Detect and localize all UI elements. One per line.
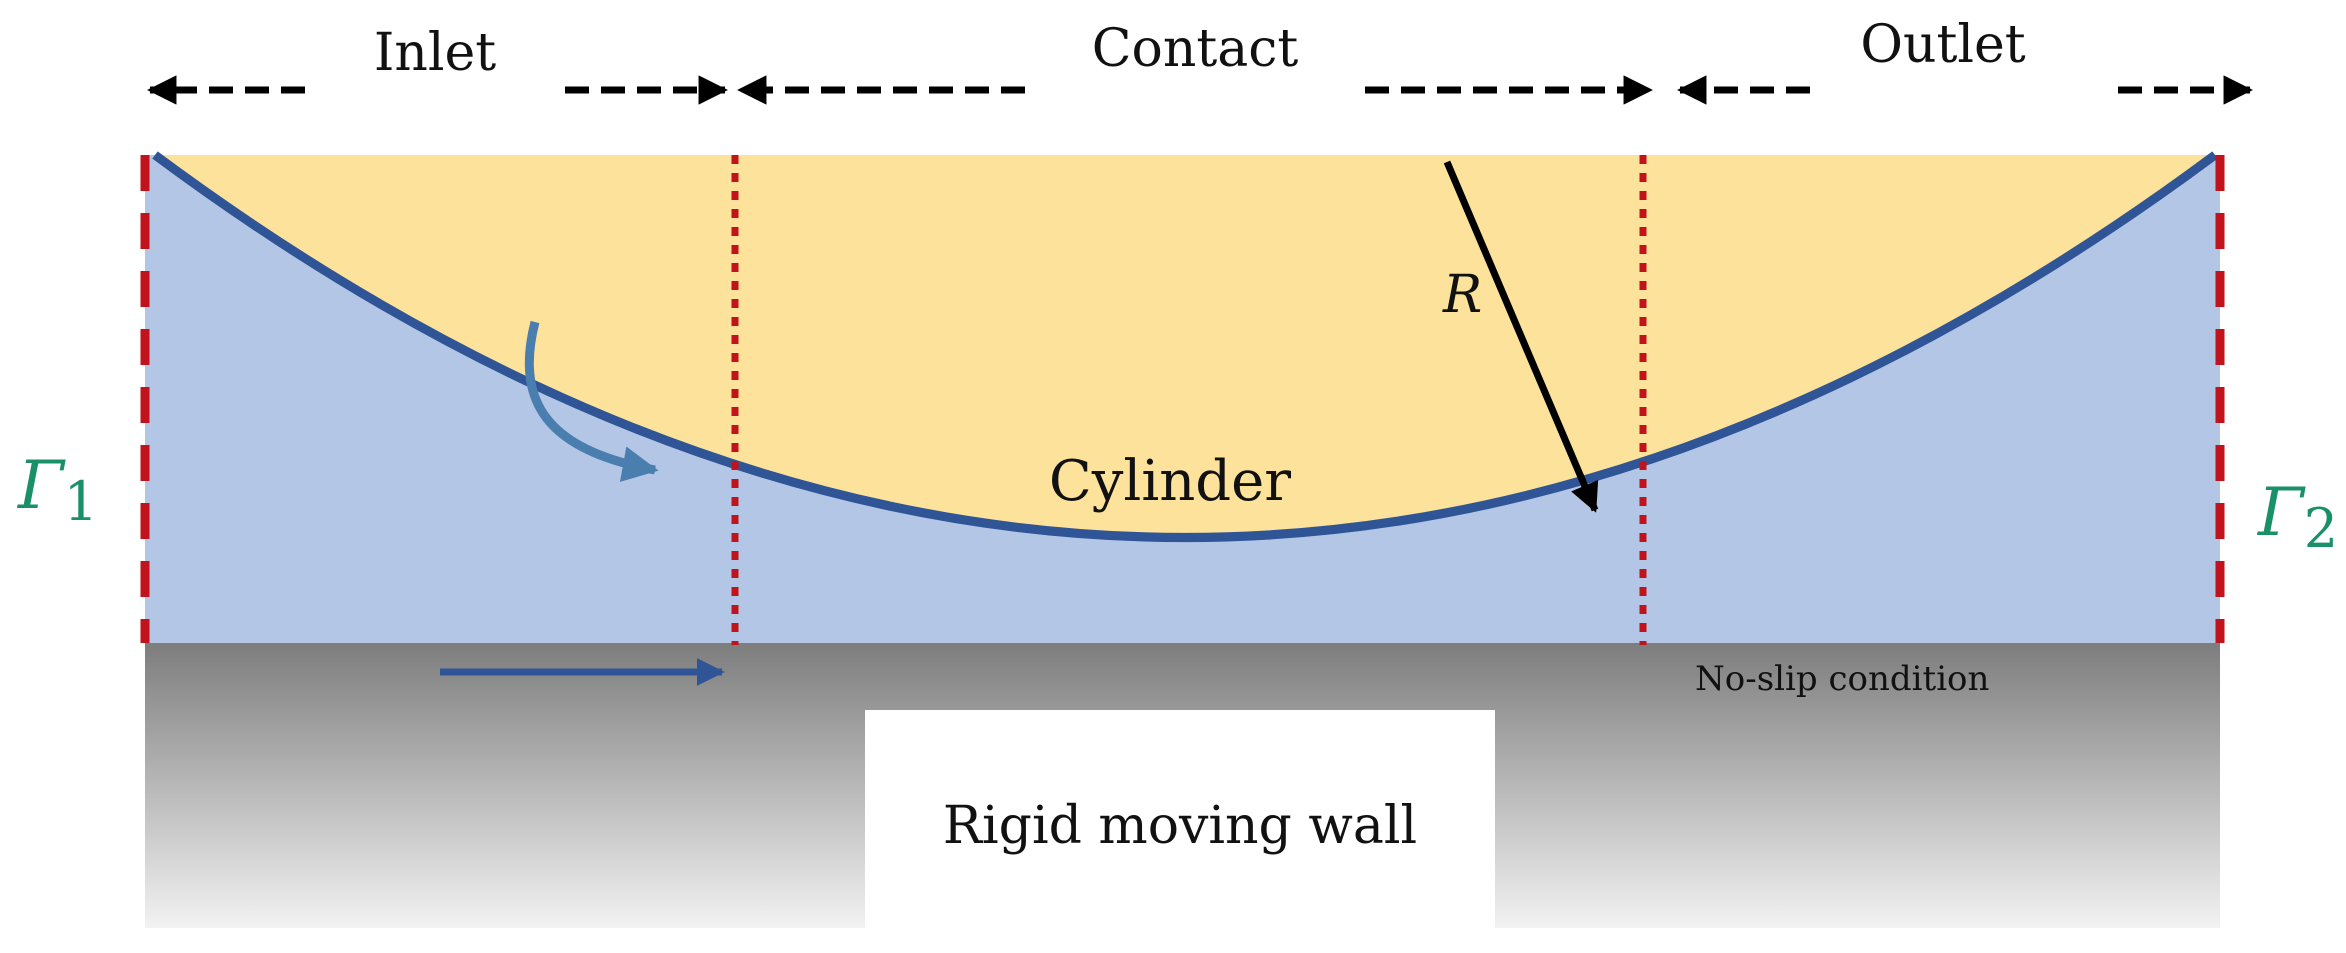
cylinder-label: Cylinder [1049,449,1291,514]
gamma2-subscript: 2 [2304,497,2338,560]
gamma1-symbol: Γ [16,447,66,524]
radius-arrow [1443,160,1599,513]
cylinder-edge [152,151,2218,542]
gamma1-label: Γ1 [16,447,98,533]
gamma1-subscript: 1 [64,470,98,533]
radius-label: R [1442,265,1482,325]
gamma2-symbol: Γ [2256,474,2306,551]
no-slip-label: No-slip condition [1695,659,1989,699]
gamma2-label: Γ2 [2256,474,2338,560]
wall-label-box [865,710,1495,928]
outlet-label: Outlet [1860,15,2025,75]
contact-label: Contact [1092,19,1299,79]
fluid-flow-arrow [524,320,659,482]
wall-label: Rigid moving wall [943,796,1417,856]
inlet-label: Inlet [374,23,496,83]
